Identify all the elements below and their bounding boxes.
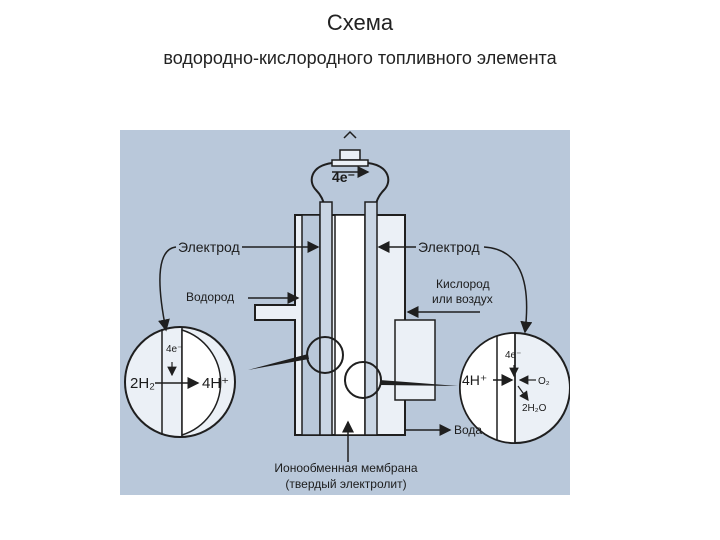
right-detail-marker (344, 361, 382, 399)
water-label: Вода (454, 423, 482, 437)
hydrogen-channel (301, 214, 321, 436)
membrane (334, 214, 366, 436)
electron-flow-label: 4e⁻ (332, 169, 355, 185)
hydrogen-label: Водород (186, 290, 234, 304)
right-detail-water: 2H₂O (522, 403, 547, 414)
left-detail-reactant: 2H₂ (130, 375, 155, 392)
right-detail-water-arrow (517, 385, 529, 401)
oxygen-label-line2: или воздух (432, 292, 493, 306)
right-detail-pointer (380, 380, 458, 386)
fuel-cell-diagram: 4e⁻ 4e⁻ 2H₂ 4H⁺ 4e⁻ 4H⁺ O₂ 2 (120, 130, 570, 495)
left-detail-view: 4e⁻ 2H₂ 4H⁺ (124, 326, 236, 438)
right-electrode (364, 201, 378, 436)
oxygen-label-line1: Кислород (436, 277, 490, 291)
right-detail-ion: 4H⁺ (462, 372, 487, 388)
right-detail-electron: 4e⁻ (505, 350, 521, 361)
slide-subtitle: водородно-кислородного топливного элемен… (163, 48, 557, 68)
electrode-right-zoom-pointer (483, 246, 533, 334)
left-electrode (319, 201, 333, 436)
left-detail-pointer (248, 354, 309, 370)
oxygen-inlet-panel (394, 319, 436, 401)
electrode-left-label: Электрод (178, 239, 240, 255)
slide-title: Схема (326, 10, 394, 35)
right-detail-view: 4e⁻ 4H⁺ O₂ 2H₂O (459, 332, 570, 444)
electrode-left-zoom-pointer (158, 246, 177, 332)
left-detail-product: 4H⁺ (202, 375, 229, 392)
left-detail-electron: 4e⁻ (166, 344, 182, 355)
membrane-label-line2: (твердый электролит) (285, 477, 406, 491)
electrode-right-label: Электрод (418, 239, 480, 255)
membrane-label-line1: Ионообменная мембрана (274, 461, 417, 475)
right-detail-oxygen: O₂ (538, 376, 550, 387)
